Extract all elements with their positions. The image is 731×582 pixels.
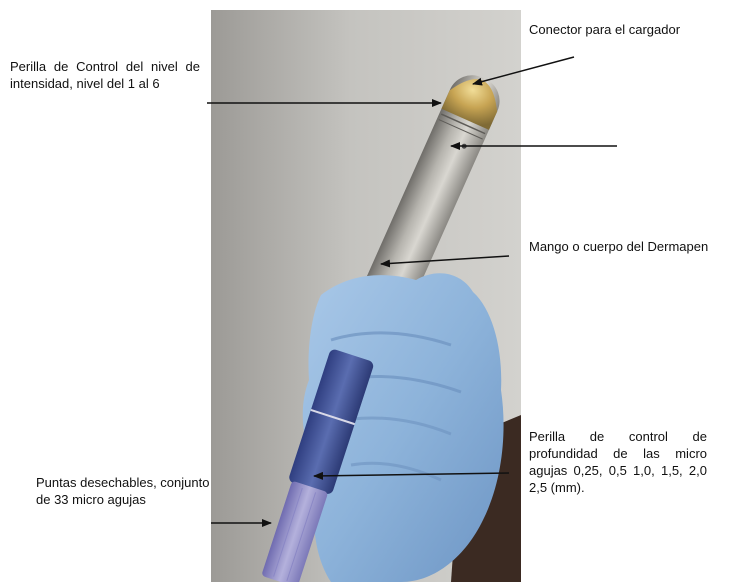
label-pen-body: Mango o cuerpo del Dermapen — [529, 239, 709, 254]
charger-connector-cap — [441, 79, 498, 130]
gloved-hand — [302, 273, 504, 582]
dermapen-photo — [211, 10, 521, 582]
label-charger-connector: Conector para el cargador — [529, 22, 681, 37]
label-disposable-tips: Puntas desechables, conjunto de 33 micro… — [36, 475, 210, 507]
label-intensity-knob: Perilla de Control del nivel de intensid… — [10, 59, 200, 91]
disposable-tip — [262, 481, 328, 582]
pen-grip — [289, 349, 374, 494]
label-depth-knob: Perilla de control de profundidad de las… — [529, 429, 707, 495]
